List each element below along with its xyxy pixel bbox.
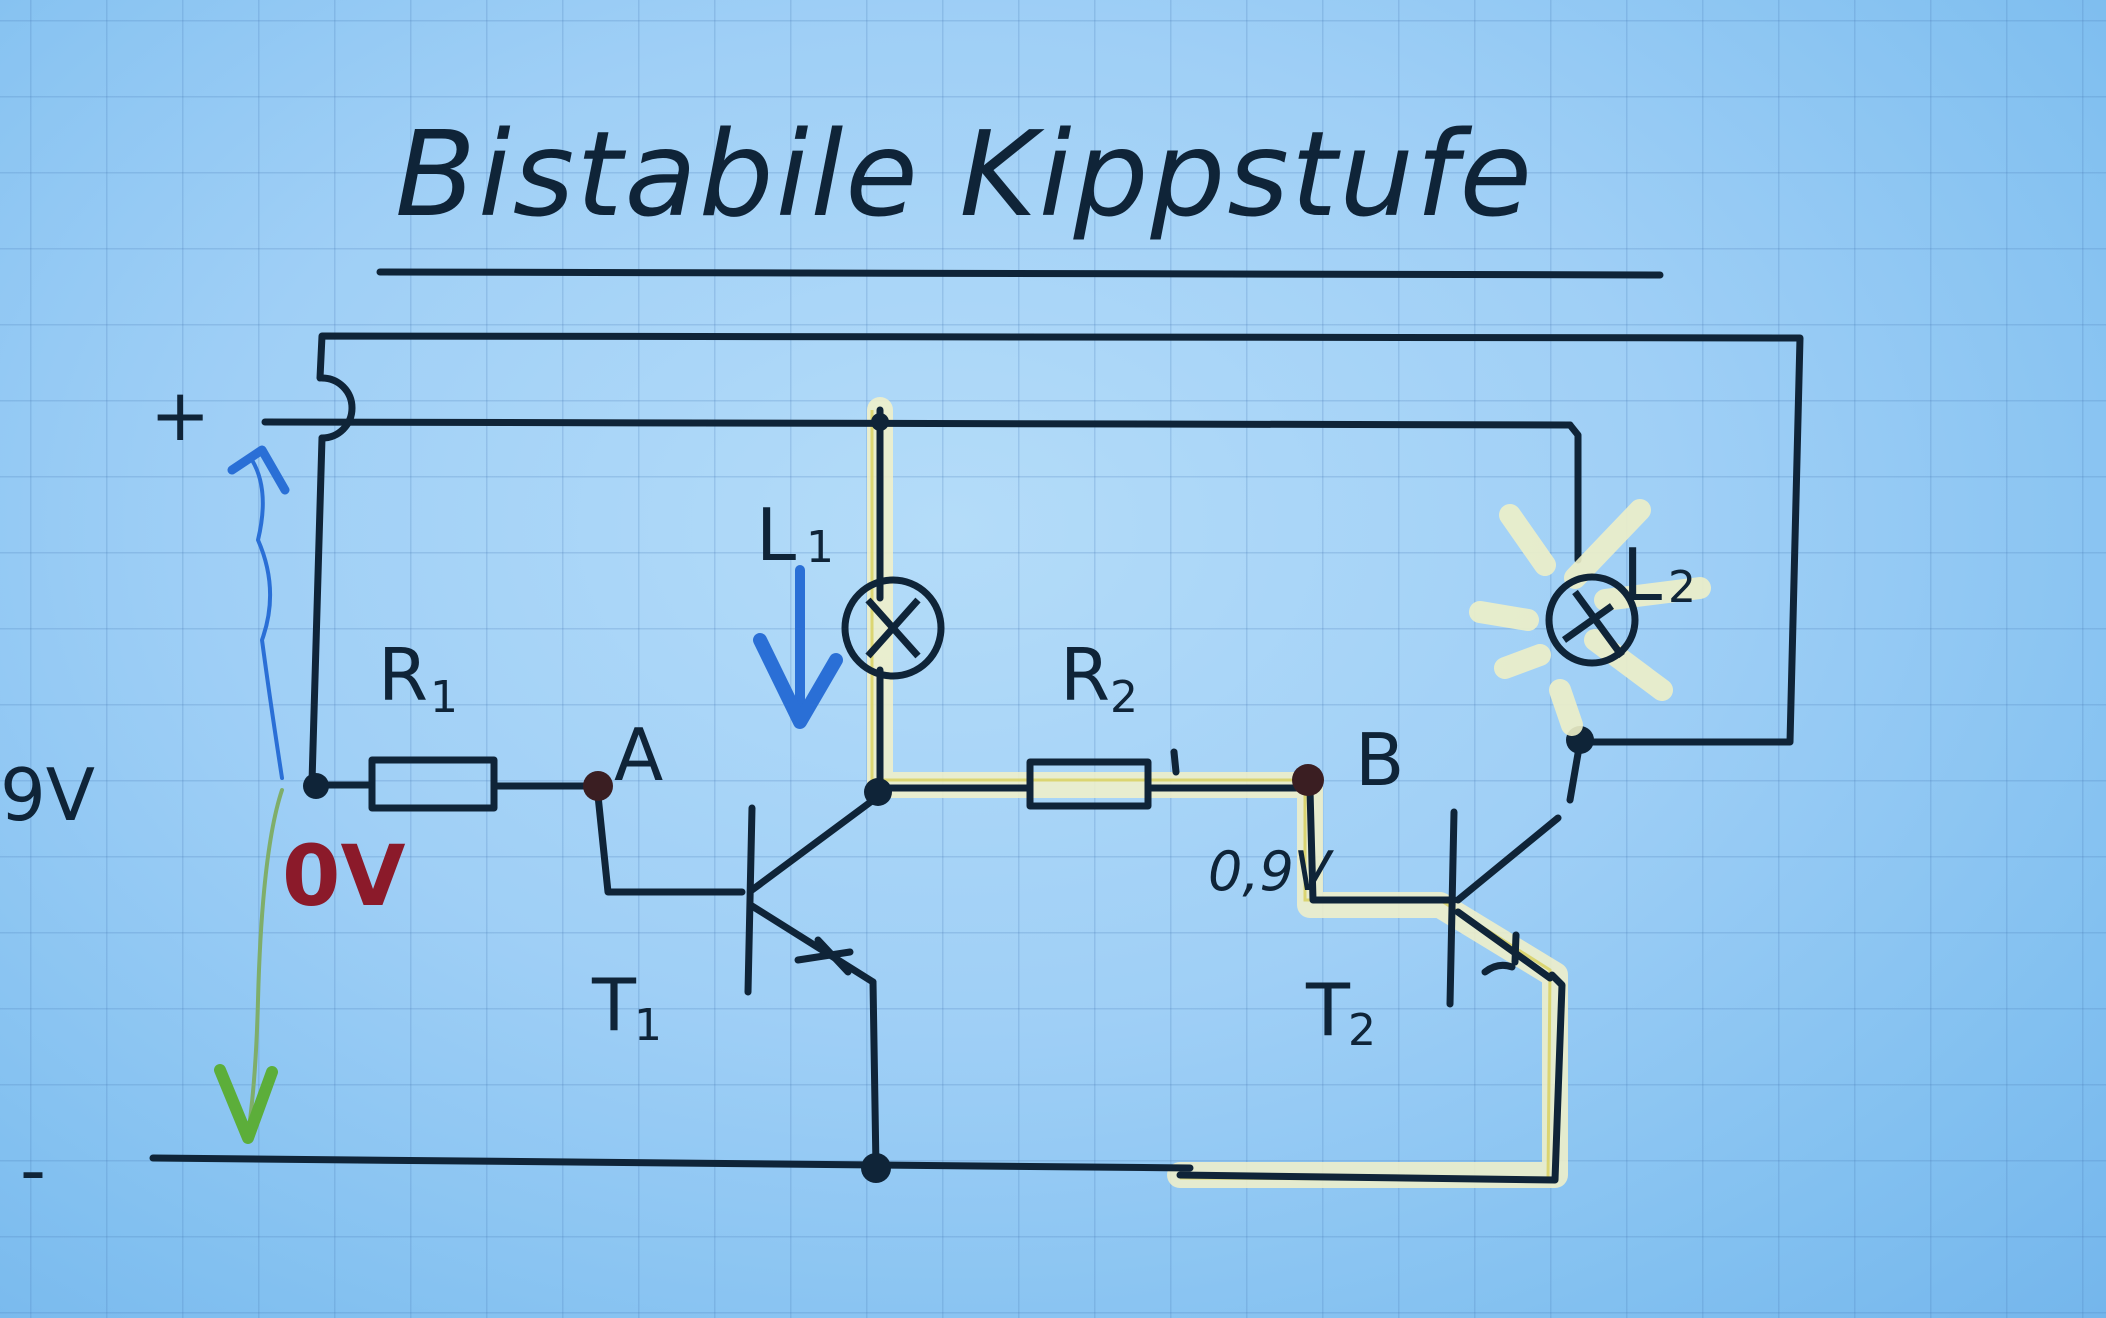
supply-voltage-label: 9V [0, 753, 95, 837]
title-underline [376, 268, 1664, 279]
svg-text:1: 1 [430, 672, 458, 723]
lamp-current-arrow [753, 565, 843, 729]
r2-label: R 2 [1060, 633, 1138, 723]
svg-text:2: 2 [1110, 672, 1138, 723]
t1-label: T 1 [591, 963, 662, 1051]
svg-text:2: 2 [1348, 1005, 1376, 1056]
svg-text:L: L [1622, 533, 1662, 617]
current-path-highlight [867, 397, 1568, 1188]
node-b-voltage: 0,9V [1208, 840, 1335, 903]
svg-text:2: 2 [1668, 562, 1696, 613]
lamp-l2-glow-icon [1469, 499, 1711, 736]
r1-label: R 1 [378, 633, 458, 723]
minus-terminal-label: - [20, 1128, 46, 1212]
node-a-dot [583, 771, 613, 801]
node-dots [583, 764, 1324, 801]
node-b-dot [1292, 764, 1324, 796]
plus-terminal-label: + [150, 373, 210, 457]
lamp-l2-icon [1545, 573, 1639, 667]
node-b-label: B [1355, 718, 1404, 802]
page-title: Bistabile Kippstufe [395, 105, 1534, 243]
svg-text:T: T [1305, 968, 1351, 1052]
node-a-label: A [614, 713, 663, 797]
svg-text:1: 1 [634, 1000, 662, 1051]
svg-text:R: R [1060, 633, 1110, 717]
l2-label: L 2 [1622, 533, 1696, 617]
svg-text:T: T [591, 963, 637, 1047]
lamp-l1-icon [841, 576, 945, 680]
svg-text:1: 1 [806, 522, 834, 573]
svg-text:R: R [378, 633, 428, 717]
l1-label: L 1 [756, 493, 834, 577]
t2-label: T 2 [1305, 968, 1376, 1056]
node-a-voltage: 0V [282, 827, 405, 925]
svg-text:L: L [756, 493, 796, 577]
supply-voltage-arrow [214, 445, 290, 1144]
title-block: Bistabile Kippstufe [376, 105, 1664, 279]
circuit-wires [149, 332, 1804, 1184]
